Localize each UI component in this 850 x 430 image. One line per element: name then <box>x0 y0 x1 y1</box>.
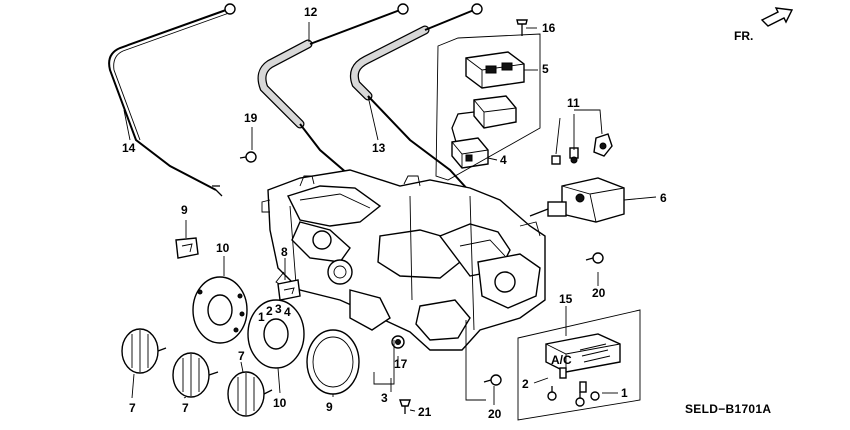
callout-18: 16 <box>542 21 556 35</box>
dial-mark-4: 4 <box>284 305 291 319</box>
ac-switch: A/C <box>545 333 621 373</box>
callout-5: 5 <box>542 62 549 76</box>
callout-12: 10 <box>273 396 287 410</box>
ac-switch-bulb-2 <box>547 367 567 401</box>
callout-6: 6 <box>660 191 667 205</box>
dial-mark-1: 1 <box>258 310 265 324</box>
leader-lines <box>123 22 657 412</box>
assembly-bracket-4-5 <box>435 33 541 181</box>
callout-2: 2 <box>522 377 529 391</box>
callout-20-right: 20 <box>592 286 606 300</box>
screw-21 <box>399 399 411 414</box>
ac-switch-box <box>517 309 641 421</box>
callout-10: 10 <box>216 241 230 255</box>
cable-16 <box>108 3 236 197</box>
callout-4: 4 <box>500 153 507 167</box>
clip-8 <box>277 279 301 301</box>
callout-20-bottom: 20 <box>488 407 502 421</box>
callout-16: 14 <box>122 141 136 155</box>
callout-15: 13 <box>372 141 386 155</box>
dial-plate-12: 1 2 3 4 <box>247 299 305 369</box>
fan-switch <box>529 177 625 223</box>
screw-19 <box>391 335 405 349</box>
callout-9: 9 <box>181 203 188 217</box>
dial-mark-3: 3 <box>275 302 282 316</box>
ac-switch-bulb-1 <box>575 381 600 407</box>
cable-15 <box>349 3 483 199</box>
screw-20-right <box>585 252 604 264</box>
dial-ring-11 <box>306 329 360 395</box>
wire-harness-connector <box>451 95 517 169</box>
dial-mark-2: 2 <box>266 304 273 318</box>
blower-relay <box>465 51 525 89</box>
callout-13: 11 <box>567 96 580 110</box>
screw-20-upper <box>239 151 257 163</box>
control-knob-right <box>227 371 273 417</box>
callout-7-middle: 7 <box>182 401 189 415</box>
front-direction-label: FR. <box>734 29 753 43</box>
control-knob-middle <box>172 352 219 398</box>
callout-7-right: 7 <box>238 349 245 363</box>
screw-18 <box>516 19 528 36</box>
diagram-code: SELD−B1701A <box>685 402 771 416</box>
callout-11: 9 <box>326 400 333 414</box>
cable-14 <box>257 3 409 187</box>
callout-20-upper: 19 <box>244 111 258 125</box>
front-direction-arrow: FR. <box>734 7 794 43</box>
callout-17: 15 <box>559 292 573 306</box>
callout-labels: 12 14 13 19 16 5 4 11 6 9 10 8 7 7 7 10 … <box>122 5 667 421</box>
screw-20-bottom <box>483 374 502 386</box>
control-knob-left <box>121 328 167 374</box>
callout-1: 1 <box>621 386 628 400</box>
dial-plate-10 <box>192 276 248 344</box>
callout-21: 21 <box>418 405 432 419</box>
callout-14: 12 <box>304 5 318 19</box>
callout-3: 3 <box>381 391 388 405</box>
bulb-sockets <box>551 133 613 165</box>
heater-control-housing <box>261 169 546 351</box>
callout-8: 8 <box>281 245 288 259</box>
ac-switch-label: A/C <box>551 353 572 367</box>
callout-7-left: 7 <box>129 401 136 415</box>
clip-9 <box>175 237 199 259</box>
callout-19: 17 <box>394 357 408 371</box>
